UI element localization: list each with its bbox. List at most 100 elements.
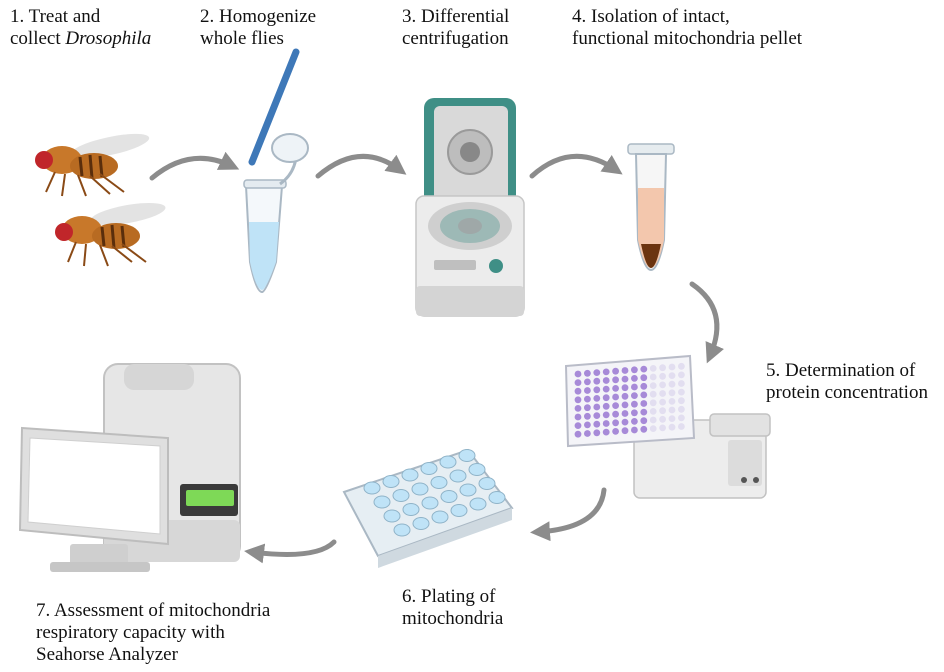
plate-well — [574, 370, 582, 378]
plate-well — [678, 414, 685, 422]
plate-well — [640, 408, 648, 416]
plate-well — [668, 363, 676, 371]
fly-icon-bottom — [55, 202, 166, 267]
plate-well — [602, 402, 610, 410]
plate-well — [659, 372, 666, 380]
plate-well — [584, 430, 591, 437]
plate-well — [621, 367, 629, 374]
plate-well — [631, 426, 638, 434]
plate-well — [640, 417, 648, 425]
plate-wells — [574, 362, 685, 438]
plate-24-well — [401, 468, 419, 482]
monitor-icon — [18, 426, 169, 572]
step-4-number: 4. — [572, 6, 587, 27]
plate-24-wells — [363, 449, 506, 537]
step-5-label: 5. Determination of protein concentratio… — [766, 360, 928, 404]
step-6-number: 6. — [402, 586, 417, 607]
plate-well — [621, 384, 629, 392]
plate-well — [659, 407, 666, 415]
plate-24-well — [392, 489, 410, 502]
plate-well — [593, 403, 601, 411]
plate-well — [584, 412, 591, 420]
plate-well — [649, 416, 657, 424]
step-4-label: 4. Isolation of intact, functional mitoc… — [572, 6, 802, 50]
plate-24-well — [450, 504, 468, 517]
plate-well — [574, 387, 582, 395]
plate-well — [621, 392, 629, 400]
plate-well — [593, 377, 601, 385]
plate-well — [593, 429, 601, 437]
plate-well — [678, 380, 685, 387]
step-1-label: 1. Treat and collect Drosophila — [10, 6, 151, 50]
plate-well — [593, 369, 601, 376]
plate-well — [649, 365, 657, 372]
plate-well — [649, 425, 657, 432]
step-5-line-2: protein concentration — [766, 382, 928, 403]
plate-24-well — [440, 490, 458, 503]
plate-well — [574, 396, 582, 404]
step-7-label: 7. Assessment of mitochondria respirator… — [36, 600, 270, 666]
plate-well — [631, 409, 638, 417]
step-1-line-2: collect — [10, 28, 66, 49]
plate-well — [574, 379, 582, 386]
plate-well — [621, 427, 629, 435]
plate-24-well — [393, 523, 411, 537]
plate-well — [649, 408, 657, 415]
step-6-line-2: mitochondria — [402, 608, 504, 629]
step-3-label: 3. Differential centrifugation — [402, 6, 509, 50]
plate-well — [602, 411, 610, 419]
mitochondria-pellet-tube-icon — [627, 143, 675, 272]
step-7-number: 7. — [36, 600, 51, 621]
step-3-number: 3. — [402, 6, 417, 27]
step-2-number: 2. — [200, 6, 215, 27]
plate-well — [602, 428, 610, 436]
plate-well — [659, 364, 666, 372]
plate-24-well — [488, 491, 506, 504]
plate-well — [612, 428, 619, 435]
plate-well — [649, 373, 657, 381]
plate-well — [584, 395, 591, 403]
plate-well — [584, 421, 591, 429]
plate-well — [659, 398, 666, 406]
homogenizer-tube-icon — [243, 48, 309, 294]
step-3-line-1: Differential — [421, 6, 510, 27]
step-4-line-2: functional mitochondria pellet — [572, 28, 803, 49]
plate-well — [631, 418, 638, 425]
step-4-line-1: Isolation of intact, — [591, 6, 730, 27]
plate-24-well — [439, 455, 457, 469]
plate-24-well — [459, 483, 477, 497]
plate-well — [612, 376, 619, 384]
fly-icon-top — [35, 133, 150, 197]
plate-well — [602, 420, 610, 427]
plate-well — [678, 388, 685, 396]
plate-well — [612, 402, 619, 409]
plate-well — [593, 395, 601, 402]
plate-well — [612, 393, 619, 401]
plate-well — [593, 386, 601, 394]
step-7-line-3: Seahorse Analyzer — [36, 644, 178, 665]
step-1-number: 1. — [10, 6, 25, 27]
plate-24-well — [458, 449, 476, 462]
plate-well — [631, 375, 638, 382]
plate-well — [621, 401, 629, 409]
step-2-label: 2. Homogenize whole flies — [200, 6, 316, 50]
plate-24-well — [420, 462, 438, 475]
plate-well — [649, 390, 657, 398]
arrow-2-to-3 — [315, 154, 407, 179]
plate-well — [621, 375, 629, 383]
plate-well — [574, 422, 582, 429]
plate-24-well — [468, 463, 486, 476]
plate-24-well — [363, 481, 381, 495]
step-3-line-2: centrifugation — [402, 28, 509, 49]
plate-well — [659, 390, 666, 397]
plate-24-well — [449, 469, 467, 483]
arrow-6-to-7 — [244, 539, 337, 564]
plate-well — [678, 397, 685, 405]
plate-24-well — [421, 496, 439, 510]
step-2-line-1: Homogenize — [219, 6, 317, 27]
arrow-4-to-5 — [689, 281, 724, 364]
plate-well — [602, 377, 610, 384]
plate-24-well — [430, 476, 448, 489]
plate-well — [631, 400, 638, 408]
plate-well — [659, 381, 666, 389]
